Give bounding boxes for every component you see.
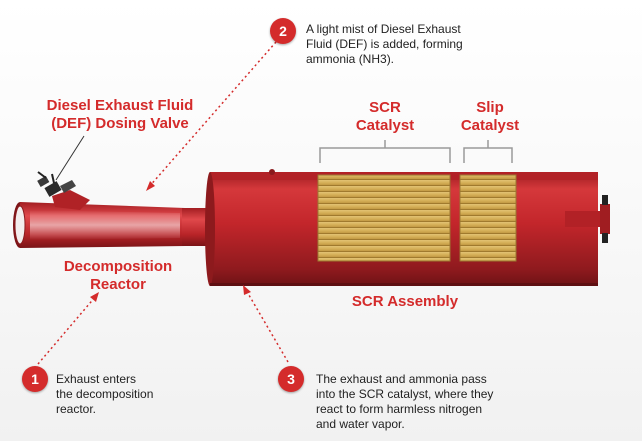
slip-catalyst-block	[459, 174, 517, 262]
def-valve-label-line-2: (DEF) Dosing Valve	[51, 115, 189, 132]
slip-catalyst-label-line-2: Catalyst	[460, 117, 520, 134]
step-2-badge: 2	[270, 18, 296, 44]
step-3-dotted-arrow	[243, 285, 289, 363]
decomposition-reactor-label: Decomposition Reactor	[48, 258, 188, 294]
scr-catalyst-label-line-1: SCR	[369, 99, 401, 116]
slip-catalyst-bracket	[463, 140, 513, 163]
step-3-text-line-1: The exhaust and ammonia pass	[316, 372, 487, 386]
slip-catalyst-label: Slip Catalyst	[450, 99, 530, 135]
decomposition-reactor-label-line-1: Decomposition	[63, 258, 173, 275]
step-3-text-line-2: into the SCR catalyst, where they	[316, 387, 494, 401]
def-valve-label-line-1: Diesel Exhaust Fluid	[46, 97, 194, 114]
scr-catalyst-label: SCR Catalyst	[345, 99, 425, 135]
step-2-text-line-3: ammonia (NH3).	[306, 52, 395, 66]
step-1-text-line-2: the decomposition	[56, 387, 154, 401]
step-1-text-line-1: Exhaust enters	[56, 372, 137, 386]
step-1-dotted-arrow	[37, 292, 99, 365]
step-1-text-line-3: reactor.	[56, 402, 97, 416]
step-3-text-line-4: and water vapor.	[316, 417, 405, 431]
step-2-text-line-2: Fluid (DEF) is added, forming	[306, 37, 463, 51]
step-3-text: The exhaust and ammonia pass into the SC…	[316, 372, 526, 432]
decomposition-reactor-pipe	[13, 190, 185, 248]
def-valve-leader-line	[55, 135, 85, 181]
step-2-text-line-1: A light mist of Diesel Exhaust	[306, 22, 461, 36]
step-3-text-line-3: react to form harmless nitrogen	[316, 402, 483, 416]
scr-catalyst-bracket	[319, 140, 451, 163]
scr-assembly-label: SCR Assembly	[351, 293, 459, 310]
step-2-dotted-arrow	[146, 41, 277, 191]
outlet-pipe	[269, 169, 610, 243]
decomposition-reactor-label-line-2: Reactor	[90, 276, 146, 293]
scr-catalyst-block	[317, 174, 451, 262]
scr-catalyst-label-line-2: Catalyst	[355, 117, 415, 134]
slip-catalyst-label-line-1: Slip	[476, 99, 504, 116]
def-dosing-valve	[37, 171, 76, 197]
def-valve-label: Diesel Exhaust Fluid (DEF) Dosing Valve	[30, 97, 210, 133]
step-2-text: A light mist of Diesel Exhaust Fluid (DE…	[306, 22, 506, 67]
step-1-badge: 1	[22, 366, 48, 392]
step-3-badge: 3	[278, 366, 304, 392]
step-1-text: Exhaust enters the decomposition reactor…	[56, 372, 196, 417]
